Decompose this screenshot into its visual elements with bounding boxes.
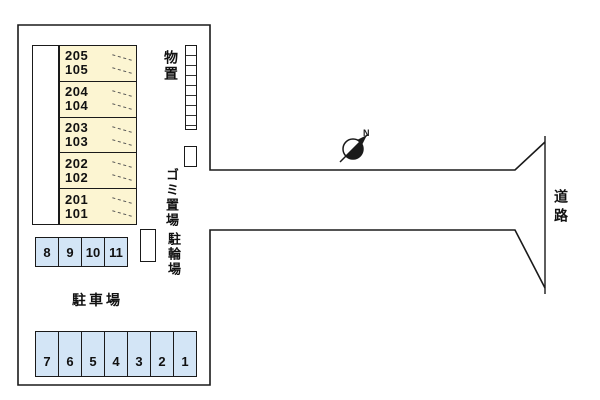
unit-number: 204: [65, 84, 89, 100]
parking-space: 5: [81, 331, 105, 377]
parking-space: 8: [35, 237, 59, 267]
unit-number: 203: [65, 119, 89, 135]
parking-space: 11: [104, 237, 128, 267]
unit-number: 205: [65, 48, 89, 64]
unit-row: 202 102: [60, 153, 136, 190]
garbage-area-icon: [184, 146, 197, 167]
apartment-building: 205 105 204 104 203 103 202 102 201 101: [59, 45, 137, 225]
unit-row: 204 104: [60, 82, 136, 118]
unit-number: 105: [65, 62, 89, 78]
parking-space: 1: [173, 331, 197, 377]
unit-number: 201: [65, 191, 89, 207]
parking-row-bottom: 7 6 5 4 3 2 1: [35, 331, 197, 377]
parking-space: 7: [35, 331, 59, 377]
unit-row: 203 103: [60, 118, 136, 154]
parking-space: 10: [81, 237, 105, 267]
bicycle-parking-icon: [140, 229, 156, 262]
unit-row: 201 101: [60, 189, 136, 224]
parking-space: 2: [150, 331, 174, 377]
unit-number: 102: [65, 169, 89, 185]
unit-number: 104: [65, 98, 89, 114]
parking-row-top: 8 9 10 11: [35, 237, 128, 267]
unit-number: 101: [65, 205, 89, 221]
unit-number: 202: [65, 155, 89, 171]
balcony-strip: [32, 45, 59, 225]
parking-space: 4: [104, 331, 128, 377]
property-boundary: [17, 24, 546, 386]
bicycle-parking-label: 駐輪場: [166, 232, 181, 277]
unit-row: 205 105: [60, 46, 136, 82]
north-arrow-icon: N: [339, 128, 370, 163]
road-label: 道路: [553, 189, 569, 227]
parking-space: 6: [58, 331, 82, 377]
garbage-label: ゴミ置場: [164, 168, 179, 228]
storage-label: 物置: [163, 50, 179, 82]
unit-number: 103: [65, 133, 89, 149]
parking-space: 9: [58, 237, 82, 267]
north-letter: N: [363, 128, 370, 138]
storage-shed-icon: [185, 45, 197, 130]
parking-lot-label: 駐車場: [72, 292, 123, 308]
parking-space: 3: [127, 331, 151, 377]
